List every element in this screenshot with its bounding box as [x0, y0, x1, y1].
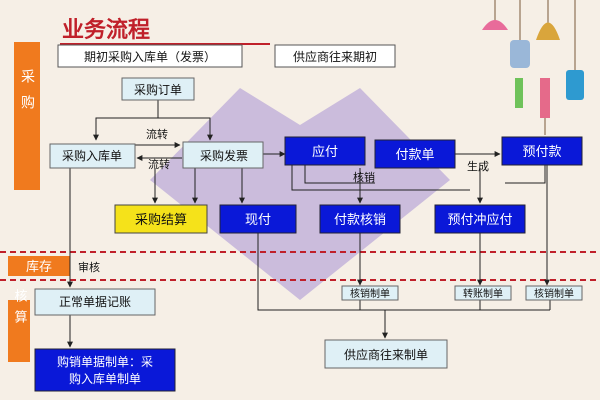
- page-title: 业务流程: [62, 17, 150, 43]
- svg-text:预付冲应付: 预付冲应付: [447, 212, 512, 228]
- edge-label-flow-1: 流转: [146, 127, 168, 141]
- svg-text:付款单: 付款单: [395, 148, 434, 163]
- svg-text:库存: 库存: [26, 259, 52, 275]
- svg-text:供应商往来制单: 供应商往来制单: [344, 347, 428, 362]
- section-tag-purchase: 采购: [14, 42, 40, 190]
- node-payment-bill: 付款单: [374, 139, 456, 169]
- svg-text:转账制单: 转账制单: [463, 287, 503, 300]
- edge-label-flow-2: 流转: [148, 157, 170, 171]
- svg-text:供应商往来期初: 供应商往来期初: [293, 49, 377, 64]
- header-opening-purchase: 期初采购入库单（发票）: [57, 44, 243, 68]
- node-purchase-order: 采购订单: [121, 77, 195, 101]
- node-writeoff-bill-2: 核销制单: [525, 285, 583, 301]
- node-payable: 应付: [284, 136, 366, 166]
- edge-label-writeoff: 核销: [353, 170, 375, 184]
- svg-text:购入库单制单: 购入库单制单: [69, 371, 141, 386]
- node-cash-payment: 现付: [219, 204, 297, 234]
- svg-text:核销制单: 核销制单: [534, 287, 574, 300]
- header-opening-supplier: 供应商往来期初: [274, 44, 396, 68]
- svg-text:核销制单: 核销制单: [350, 287, 390, 300]
- node-payment-writeoff: 付款核销: [319, 204, 401, 234]
- node-transfer-bill: 转账制单: [454, 285, 512, 301]
- section-tag-accounting: 核算: [8, 289, 30, 362]
- svg-text:核算: 核算: [12, 289, 28, 331]
- edge-label-audit: 审核: [78, 260, 100, 274]
- svg-text:采购订单: 采购订单: [134, 82, 182, 97]
- svg-text:付款核销: 付款核销: [334, 213, 386, 228]
- node-prepay-offset: 预付冲应付: [434, 204, 526, 234]
- node-purchase-settlement: 采购结算: [114, 204, 208, 234]
- edge-label-generate: 生成: [467, 159, 489, 173]
- svg-text:应付: 应付: [312, 144, 338, 160]
- node-sales-bill: 购销单据制单：采 购入库单制单: [34, 348, 176, 392]
- node-purchase-invoice: 采购发票: [182, 141, 264, 169]
- node-supplier-bill: 供应商往来制单: [324, 339, 448, 369]
- wind-chime-decoration: [482, 0, 584, 135]
- node-prepayment: 预付款: [501, 136, 583, 166]
- svg-text:采购发票: 采购发票: [200, 148, 248, 163]
- svg-text:正常单据记账: 正常单据记账: [59, 295, 131, 309]
- svg-text:现付: 现付: [245, 213, 271, 228]
- svg-text:采购入库单: 采购入库单: [62, 148, 122, 163]
- node-writeoff-bill-1: 核销制单: [341, 285, 399, 301]
- node-purchase-receipt: 采购入库单: [49, 143, 136, 169]
- svg-text:采购结算: 采购结算: [135, 212, 187, 228]
- svg-text:预付款: 预付款: [522, 145, 561, 160]
- svg-text:购销单据制单：采: 购销单据制单：采: [57, 354, 153, 369]
- section-tag-inventory: 库存: [8, 256, 70, 276]
- node-normal-posting: 正常单据记账: [34, 288, 156, 316]
- svg-text:期初采购入库单（发票）: 期初采购入库单（发票）: [84, 49, 216, 64]
- svg-text:采购: 采购: [19, 69, 35, 121]
- connectors: [67, 100, 551, 348]
